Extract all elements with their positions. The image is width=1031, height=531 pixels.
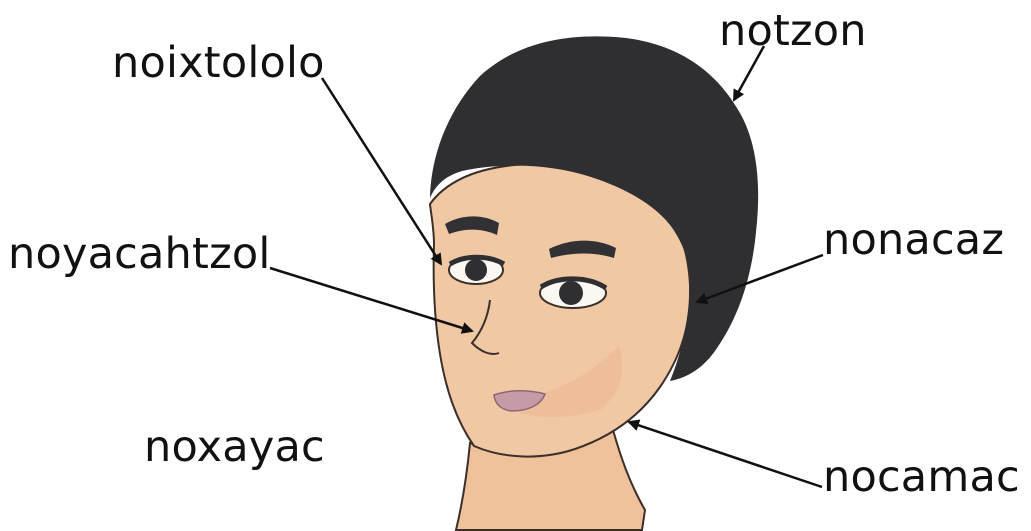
eye-label: noixtololo (112, 42, 325, 85)
eye-left-iris (465, 259, 487, 281)
hair-label: notzon (719, 10, 867, 53)
ear-label: nonacaz (823, 219, 1004, 262)
face-illustration (430, 36, 758, 530)
arrow-noixtololo (322, 78, 441, 264)
neck-label: nocamac (823, 456, 1020, 499)
nose-label: noyacahtzol (8, 233, 271, 276)
arrow-nocamac (629, 422, 822, 487)
face-label: noxayac (144, 426, 325, 469)
eye-right-iris (559, 281, 583, 305)
